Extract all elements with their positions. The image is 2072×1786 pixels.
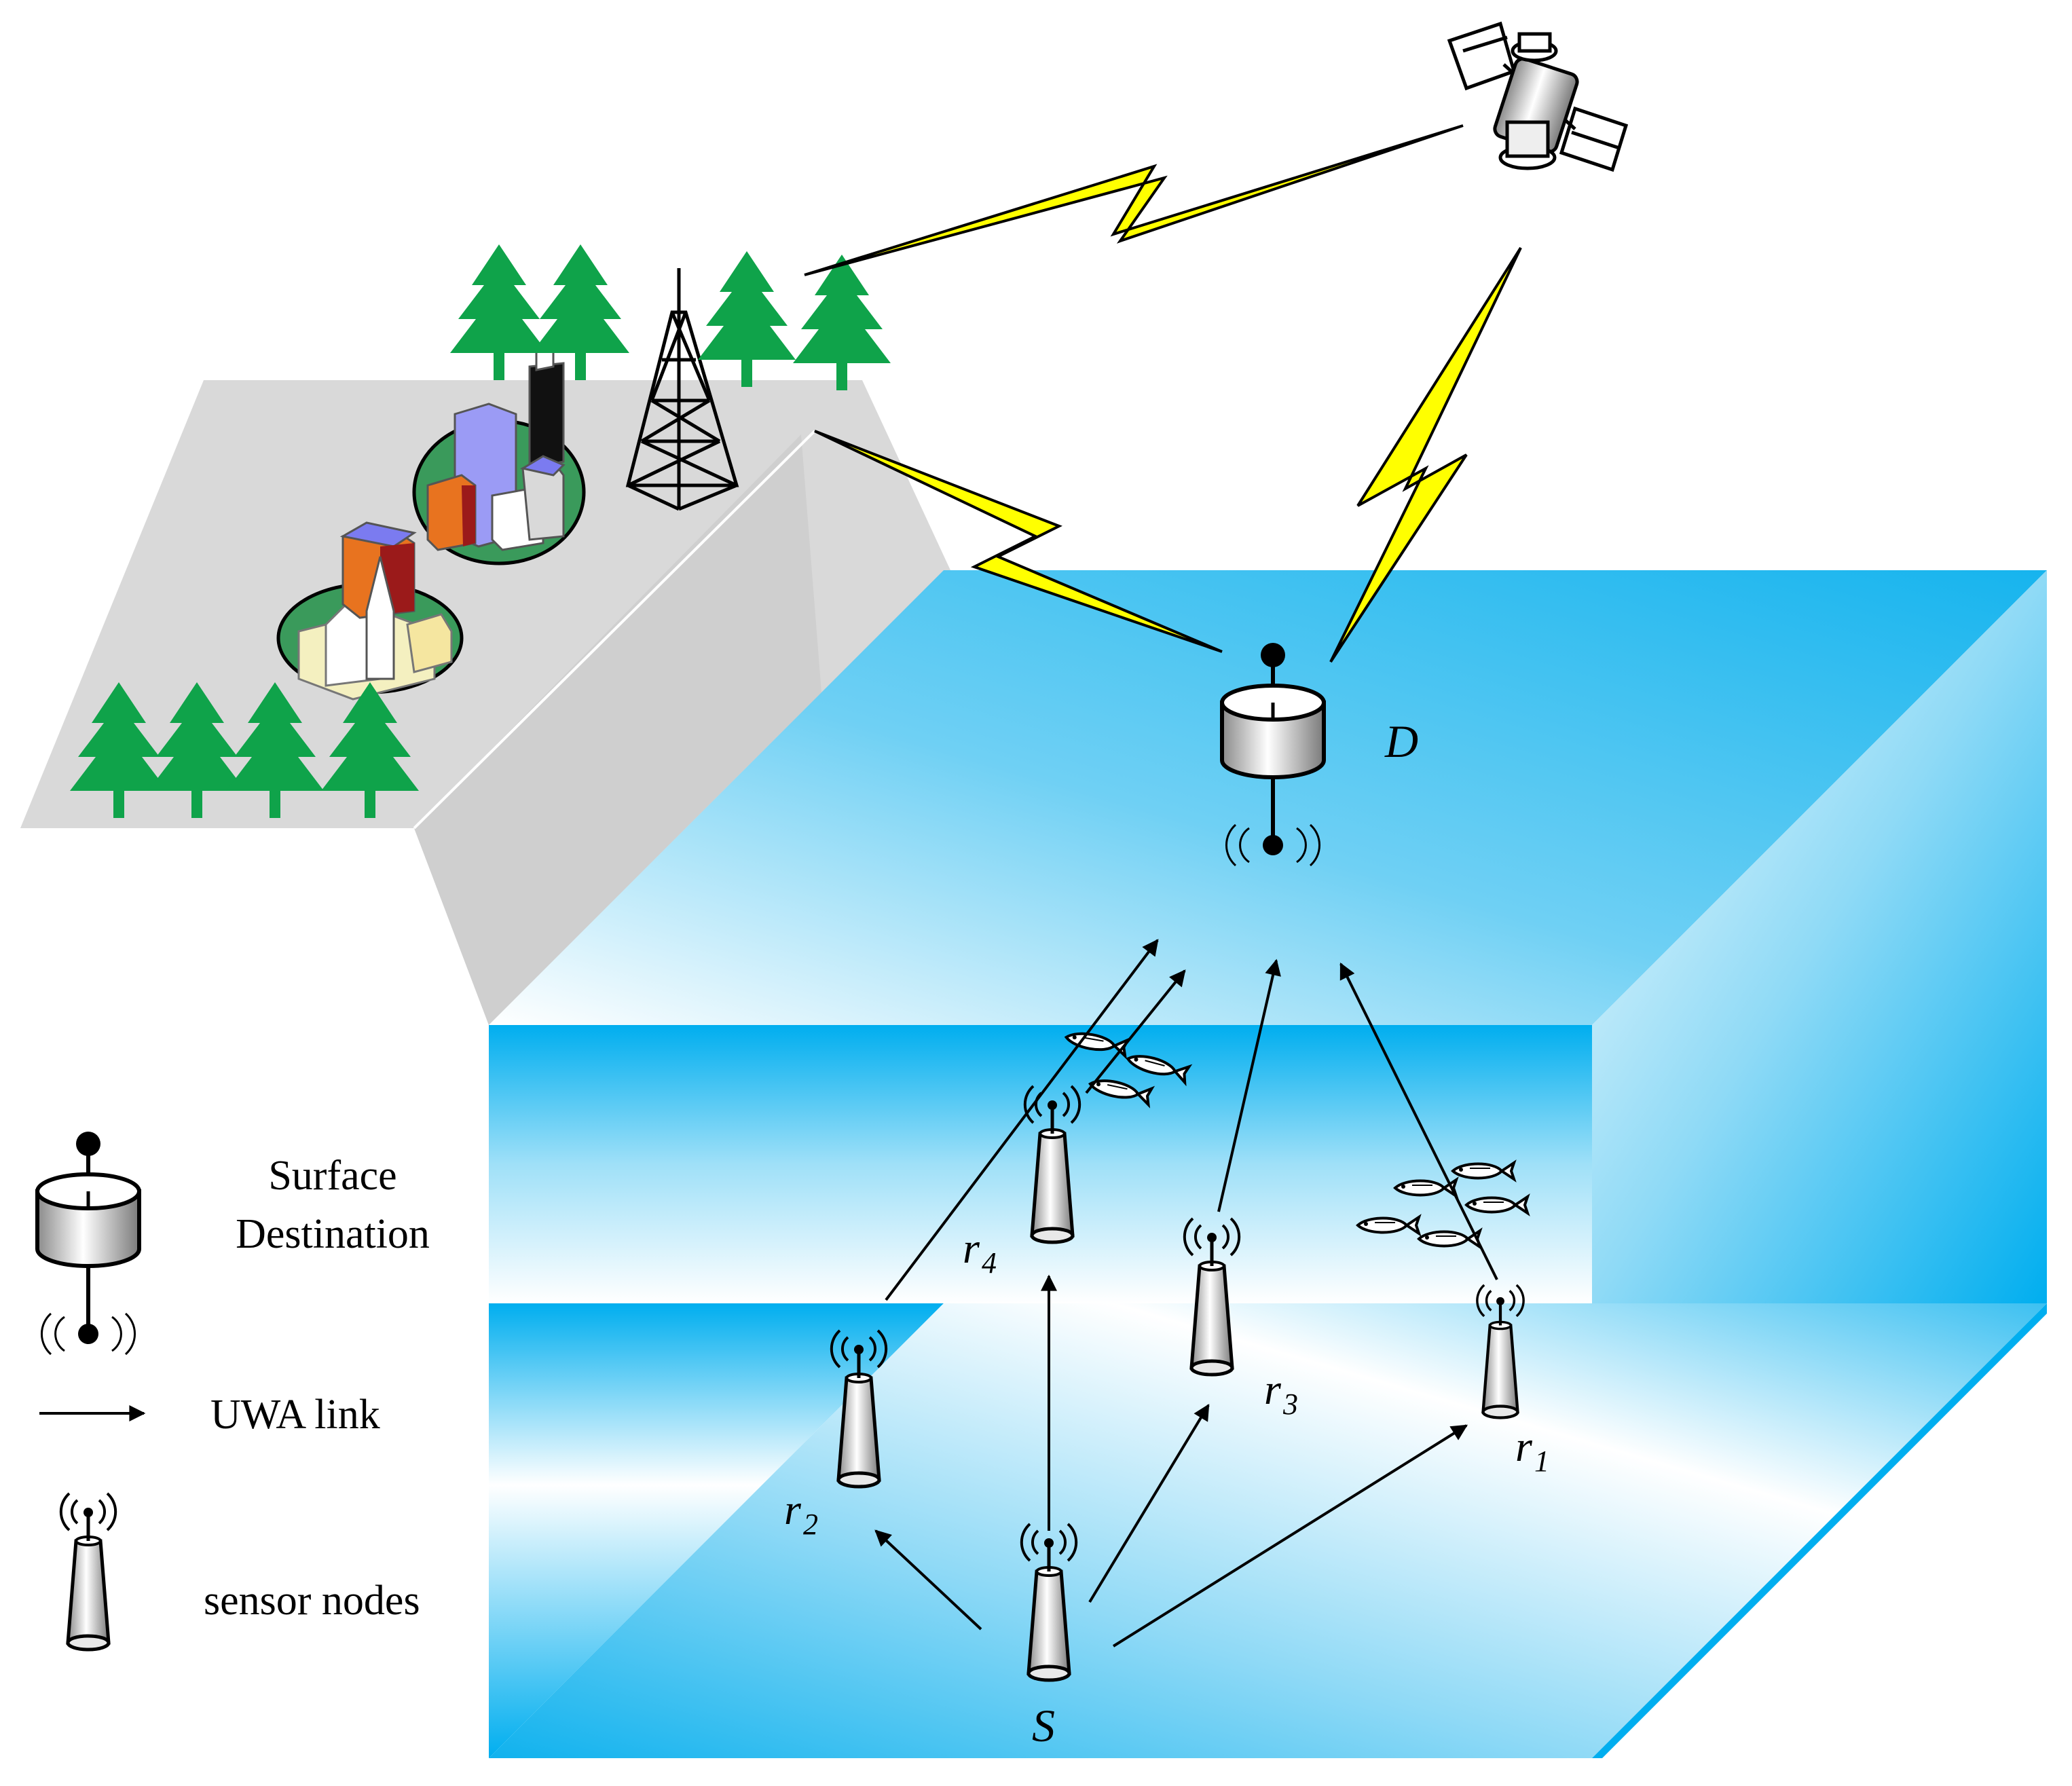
- legend-destination: Surface Destination: [37, 1132, 430, 1354]
- svg-text:r: r: [963, 1224, 980, 1272]
- satellite-icon: [1447, 21, 1629, 172]
- link-s-r3: [1088, 1403, 1210, 1603]
- relay-label-r1: r 1: [1515, 1422, 1549, 1478]
- legend-sensor: sensor nodes: [61, 1493, 420, 1650]
- ocean-volume: [489, 570, 2047, 1758]
- link-r4-up: [1085, 969, 1186, 1094]
- svg-text:2: 2: [803, 1508, 818, 1541]
- relay-label-r3: r 3: [1264, 1365, 1298, 1421]
- uwa-links: [874, 939, 1498, 1648]
- lightning-link-icon: [804, 124, 1522, 663]
- link-r3-up: [1217, 959, 1281, 1212]
- legend-sensor-label: sensor nodes: [204, 1578, 420, 1624]
- svg-text:1: 1: [1534, 1445, 1549, 1478]
- link-r1-up: [1339, 962, 1498, 1280]
- legend-destination-line2: Destination: [236, 1211, 430, 1257]
- legend-destination-line1: Surface: [268, 1153, 396, 1199]
- city-buildings-icon: [276, 341, 586, 701]
- svg-text:4: 4: [982, 1246, 997, 1280]
- link-r2-up: [885, 939, 1159, 1301]
- sensor-node-icon: [61, 1493, 115, 1650]
- legend: Surface Destination UWA link sensor node…: [37, 1132, 430, 1650]
- relay-label-r4: r 4: [963, 1224, 997, 1280]
- buoy-icon: [37, 1132, 139, 1354]
- land-area: [20, 380, 950, 1025]
- legend-link-label: UWA link: [210, 1392, 380, 1438]
- relay-label-r2: r 2: [784, 1485, 818, 1541]
- svg-text:r: r: [1515, 1422, 1533, 1470]
- destination-label: D: [1384, 715, 1418, 767]
- legend-link: UWA link: [39, 1392, 380, 1438]
- link-s-r1: [1112, 1424, 1468, 1648]
- link-s-r2: [874, 1529, 982, 1631]
- radio-tower-icon: [625, 268, 739, 511]
- svg-text:r: r: [784, 1485, 802, 1533]
- svg-text:3: 3: [1282, 1388, 1298, 1421]
- svg-text:r: r: [1264, 1365, 1282, 1413]
- source-label: S: [1032, 1700, 1055, 1751]
